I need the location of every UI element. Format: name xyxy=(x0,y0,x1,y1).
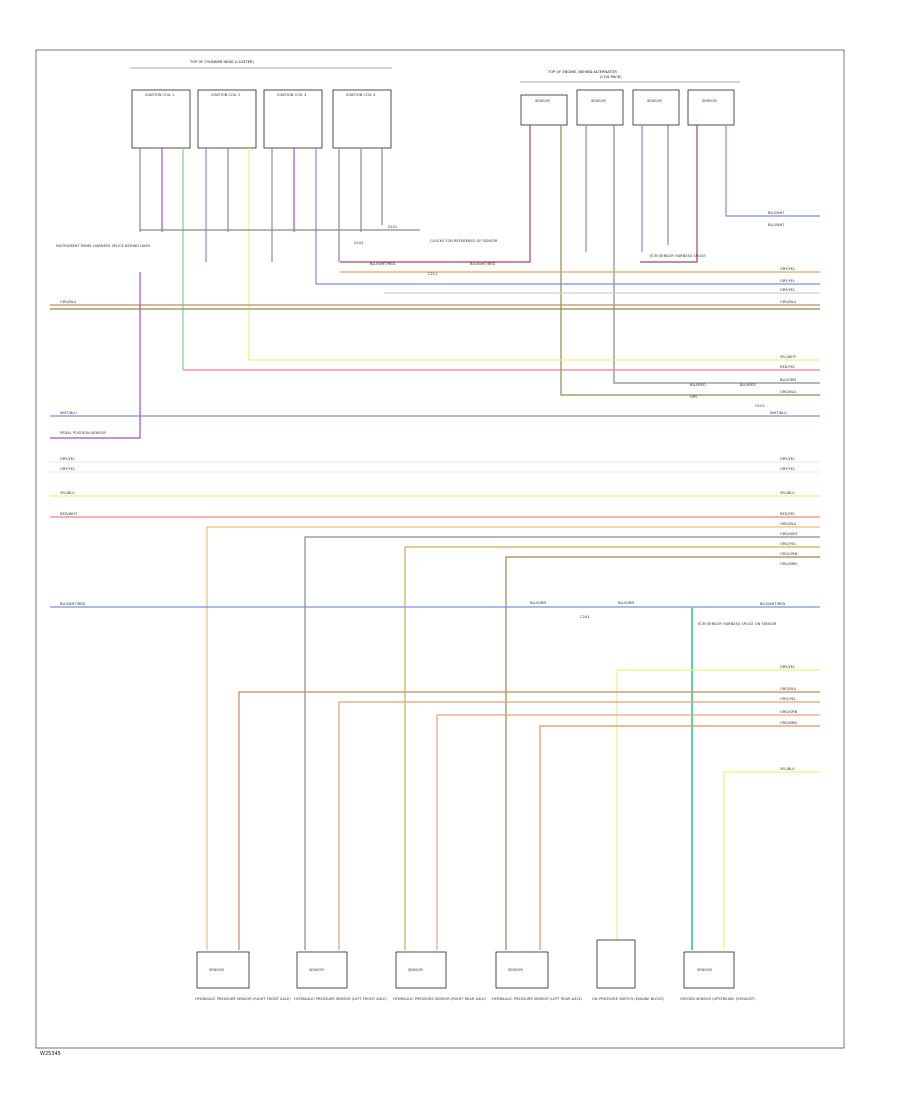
right-label-23: ORG/BLU xyxy=(780,687,797,691)
mid-label-1: BLU/WHT/RED xyxy=(370,262,396,266)
left-label-7: RED/WHT xyxy=(60,512,78,516)
mid-label-8: BLU/GRN xyxy=(530,601,546,605)
group-title-engine: TOP OF ENGINE, BEHIND ALTERNATOR xyxy=(547,70,617,74)
group-subtitle-engine: (COIL PACK) xyxy=(600,75,622,79)
right-label-26: ORG/BRN xyxy=(780,721,797,725)
bottom-sensor-4-box: SENSOR xyxy=(508,968,523,972)
right-label-6: ORG/BLU xyxy=(780,300,797,304)
right-label-4: GRY/YEL xyxy=(780,279,795,283)
ignition-coil-1-label: IGNITION COIL 1 xyxy=(145,93,174,97)
right-label-12: GRY/YEL xyxy=(780,457,795,461)
note-ecm-sensor: ECM SENSOR HARNESS SPLICE xyxy=(650,254,706,258)
left-label-1: ORG/BLU xyxy=(60,300,77,304)
page-id: W25345 xyxy=(40,1051,61,1057)
bottom-sensor-6-box: SENSOR xyxy=(697,968,712,972)
bottom-sensor-3-box: SENSOR xyxy=(408,968,423,972)
right-label-1: BLU/WHT xyxy=(768,211,785,215)
upper-harness xyxy=(50,271,820,518)
mid-label-10: C241 xyxy=(580,615,589,619)
right-label-21: BLU/WHT/RED xyxy=(760,602,786,606)
right-label-16: ORG/BLU xyxy=(780,522,797,526)
right-label-10: ORG/BLU xyxy=(780,390,797,394)
bottom-sensor-3-caption: HYDRAULIC PRESSURE SENSOR (RIGHT REAR AX… xyxy=(393,997,487,1001)
right-label-25: ORG/GRN xyxy=(780,710,798,714)
right-label-24: ORG/YEL xyxy=(780,697,796,701)
right-label-13: GRY/YEL xyxy=(780,467,795,471)
sensor-wires xyxy=(340,125,820,396)
bottom-sensor-3: SENSOR HYDRAULIC PRESSURE SENSOR (RIGHT … xyxy=(393,951,487,1001)
bottom-sensor-4: SENSOR HYDRAULIC PRESSURE SENSOR (LEFT R… xyxy=(492,951,583,1001)
left-label-5: GRY/YEL xyxy=(60,467,75,471)
bottom-sensor-1-box: SENSOR xyxy=(209,968,224,972)
right-label-9: BLU/GRN xyxy=(780,378,796,382)
bottom-sensor-1-caption: HYDRAULIC PRESSURE SENSOR (RIGHT FRONT A… xyxy=(195,997,291,1001)
mid-label-9: BLU/GRN xyxy=(618,601,634,605)
right-label-8: RED/YEL xyxy=(780,365,795,369)
right-label-2: BLU/WHT xyxy=(768,223,785,227)
ignition-coil-4: IGNITION COIL 4 xyxy=(332,89,392,149)
ignition-coil-4-label: IGNITION COIL 4 xyxy=(346,93,376,97)
left-label-2: WHT/BLU xyxy=(60,411,77,415)
right-label-17: ORG/WHT xyxy=(780,532,799,536)
right-label-7: YEL/WHT xyxy=(780,355,797,359)
right-label-20: ORG/BRN xyxy=(780,562,797,566)
right-label-15: RED/YEL xyxy=(780,512,795,516)
note-ref-sensor: CLOCKS FOR REFERENCE OF SENSOR xyxy=(430,239,498,243)
sensor-module-4-label: SENSOR xyxy=(702,99,717,103)
mid-label-6: BLU/RED xyxy=(740,383,756,387)
note-harness: ECM SENSOR HARNESS SPLICE ON SENSOR xyxy=(698,622,777,626)
note-ground2: G102 xyxy=(755,404,765,408)
ignition-coil-3: IGNITION COIL 3 xyxy=(263,89,323,149)
bottom-sensor-1: SENSOR HYDRAULIC PRESSURE SENSOR (RIGHT … xyxy=(195,951,291,1001)
bottom-switch-5-caption: OIL PRESSURE SWITCH (ENGINE BLOCK) xyxy=(592,997,665,1001)
ignition-coil-1: IGNITION COIL 1 xyxy=(131,89,191,149)
left-label-6: YEL/BLU xyxy=(60,491,75,495)
right-label-3: GRY/YEL xyxy=(780,267,795,271)
group-title-cylinder-head: TOP OF CYLINDER HEAD (CLUSTER) xyxy=(189,60,254,64)
diagram-frame xyxy=(35,49,845,1049)
mid-label-7: GRY xyxy=(690,395,698,399)
coil-wires xyxy=(139,148,420,370)
note-instrument: INSTRUMENT PANEL HARNESS SPLICE BEHIND D… xyxy=(56,244,151,248)
right-label-5: GRY/YEL xyxy=(780,288,795,292)
bottom-sensor-2-caption: HYDRAULIC PRESSURE SENSOR (LEFT FRONT AX… xyxy=(294,997,387,1001)
right-label-14: YEL/BLU xyxy=(780,491,795,495)
sensor-module-3-label: SENSOR xyxy=(647,99,662,103)
left-label-8: BLU/WHT/RED xyxy=(60,602,86,606)
right-label-11: WHT/BLU xyxy=(770,411,787,415)
bottom-sensor-4-caption: HYDRAULIC PRESSURE SENSOR (LEFT REAR AXL… xyxy=(492,997,583,1001)
sensor-module-2: SENSOR xyxy=(576,89,624,126)
bottom-sensor-2: SENSOR HYDRAULIC PRESSURE SENSOR (LEFT F… xyxy=(294,951,387,1001)
right-label-27: YEL/BLU xyxy=(780,767,795,771)
lower-harness xyxy=(50,526,820,950)
bottom-sensor-6-caption: OXYGEN SENSOR (UPSTREAM) (EXHAUST) xyxy=(680,997,756,1001)
right-label-19: ORG/GRN xyxy=(780,552,798,556)
right-label-22: GRY/YEL xyxy=(780,665,795,669)
sensor-module-1: SENSOR xyxy=(520,94,568,126)
note-ground: G101 xyxy=(354,241,364,245)
sensor-module-4: SENSOR xyxy=(687,89,735,126)
note-splice: S101 xyxy=(388,225,397,229)
sensor-module-3: SENSOR xyxy=(632,89,680,126)
ignition-coil-2: IGNITION COIL 2 xyxy=(197,89,257,149)
mid-label-5: BLU/RED xyxy=(690,383,706,387)
right-label-18: ORG/YEL xyxy=(780,542,796,546)
ignition-coil-3-label: IGNITION COIL 3 xyxy=(277,93,306,97)
bottom-sensor-6: SENSOR OXYGEN SENSOR (UPSTREAM) (EXHAUST… xyxy=(680,951,756,1001)
sensor-module-1-label: SENSOR xyxy=(535,99,550,103)
ignition-coil-2-label: IGNITION COIL 2 xyxy=(211,93,240,97)
sensor-module-2-label: SENSOR xyxy=(591,99,606,103)
mid-label-3: C211 xyxy=(428,272,437,276)
bottom-switch-5: OIL PRESSURE SWITCH (ENGINE BLOCK) xyxy=(592,939,665,1001)
left-label-4: GRY/YEL xyxy=(60,457,75,461)
left-label-3: PEDAL POSITION SENSOR xyxy=(60,431,106,435)
bottom-sensor-2-box: SENSOR xyxy=(309,968,324,972)
mid-label-2: BLU/WHT/RED xyxy=(470,262,496,266)
